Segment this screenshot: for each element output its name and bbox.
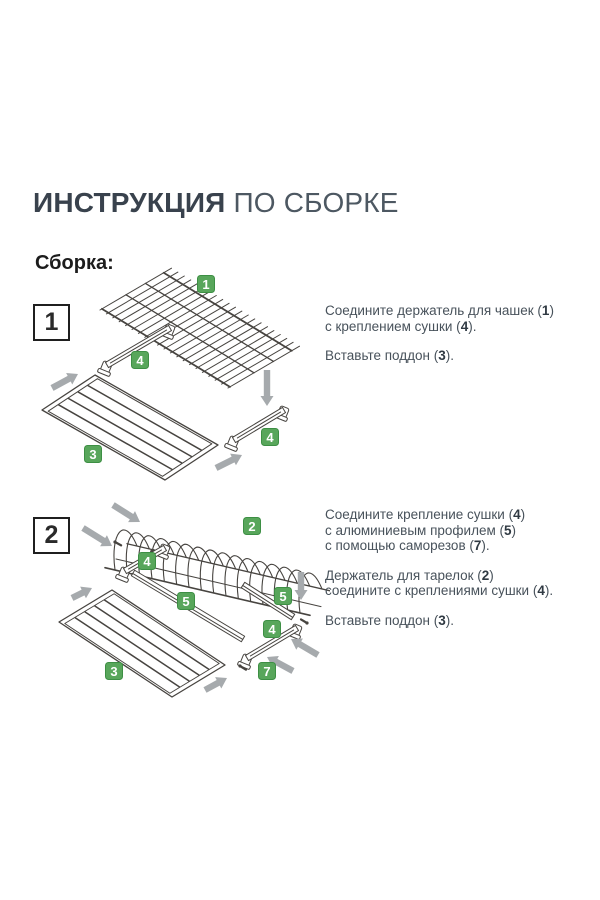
screws-drawing (113, 540, 309, 671)
step-2-number-box: 2 (33, 517, 70, 554)
step-2-instruction-1: Соедините крепление сушки (4)с алюминиев… (325, 507, 526, 553)
part-badge-bracket: 4 (261, 428, 279, 446)
part-badge-cup-rack: 1 (197, 275, 215, 293)
step-1-figure: 1 4 3 4 (20, 258, 330, 493)
step-2-instructions: Соедините крепление сушки (4)с алюминиев… (325, 507, 590, 642)
aluminium-profile-drawing (130, 569, 246, 643)
step-1-diagram (41, 267, 300, 481)
part-badge-tray: 3 (84, 445, 102, 463)
part-badge-bracket: 4 (131, 351, 149, 369)
part-badge-profile: 5 (274, 587, 292, 605)
cup-rack-drawing (99, 267, 300, 389)
assembly-heading: Сборка: (35, 252, 114, 274)
page-title-light: ПО СБОРКЕ (225, 187, 399, 218)
page-title: ИНСТРУКЦИЯ ПО СБОРКЕ (33, 188, 399, 218)
drip-tray-drawing (58, 589, 226, 698)
part-badge-screw: 7 (258, 662, 276, 680)
part-badge-tray: 3 (105, 662, 123, 680)
step-2-instruction-2: Держатель для тарелок (2)соедините с кре… (325, 567, 554, 599)
part-badge-plate-rack: 2 (243, 517, 261, 535)
step-2-instruction-3: Вставьте поддон (3). (325, 612, 454, 628)
assembly-arrows (70, 502, 320, 693)
mount-bracket-drawing (115, 543, 171, 583)
part-badge-bracket: 4 (138, 552, 156, 570)
step-1-instruction-2: Вставьте поддон (3). (325, 348, 454, 363)
part-badge-profile: 5 (177, 592, 195, 610)
step-1-number-box: 1 (33, 304, 70, 341)
mount-bracket-drawing (224, 405, 290, 452)
part-badge-bracket: 4 (263, 620, 281, 638)
page-title-bold: ИНСТРУКЦИЯ (33, 187, 226, 218)
drip-tray-drawing (41, 374, 219, 481)
mount-bracket-drawing (97, 323, 176, 377)
plate-rack-drawing (104, 529, 330, 617)
step-1-instructions: Соедините держатель для чашек (1)с крепл… (325, 303, 590, 378)
mount-bracket-drawing (237, 623, 303, 670)
assembly-arrows (50, 370, 274, 471)
step-1-instruction-1: Соедините держатель для чашек (1)с крепл… (325, 303, 554, 334)
aluminium-profile-drawing (240, 581, 296, 621)
